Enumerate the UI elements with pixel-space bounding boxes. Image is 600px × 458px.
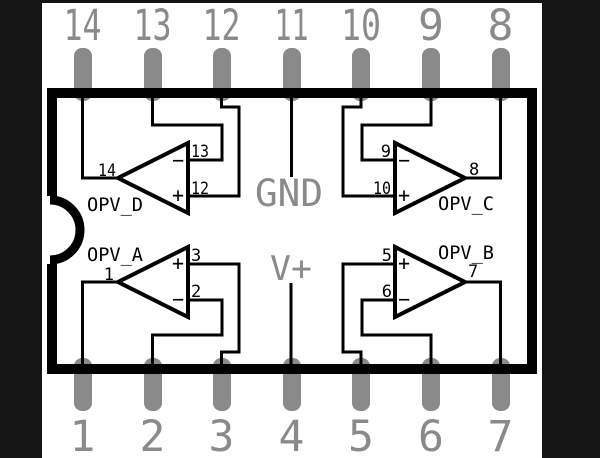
pin-number-10: 10 [341,1,381,51]
internal-wires [81,93,502,369]
opamp-c-name: OPV_C [438,193,494,215]
opamp-d-inverting-pin: 13 [191,142,209,162]
opamp-c-output-pin: 8 [469,160,479,180]
opamp-a-triangle [113,243,190,321]
pin-13-stub [144,48,162,101]
opamp-c-inverting-pin: 9 [381,142,391,162]
opamp-b-triangle [393,243,470,321]
wire-pin13-inverting-d [151,93,224,162]
opamp-c-plus-sign: + [398,183,410,207]
opamp-a-noninverting-pin: 3 [191,246,201,266]
opamp-a-inverting-pin: 2 [191,282,201,302]
wire-pin12-noninverting-d [190,93,241,198]
opamp-a-plus-sign: + [172,251,184,275]
opamp-c-minus-sign: − [398,148,410,172]
opamp-b-inverting-pin: 6 [382,282,392,302]
pin-number-7: 7 [488,412,514,458]
pin1-notch-icon [42,195,85,265]
pin-number-13: 13 [134,1,172,51]
pin-number-6: 6 [418,412,444,458]
opamp-b-noninverting-pin: 5 [382,246,392,266]
wire-pin7-output-b [465,280,502,369]
opamp-b-output-pin: 7 [468,262,478,282]
opamp-c-noninverting-pin: 10 [373,179,391,199]
bottom-pin-numbers: 1 2 3 4 5 6 7 [70,412,514,458]
opamp-c-triangle [393,139,470,217]
wire-pin1-output-a [81,280,118,369]
pin-11-stub [283,48,301,101]
opamp-d-name: OPV_D [87,194,143,216]
pin-number-9: 9 [418,1,444,51]
top-pin-stubs [74,48,510,101]
pin-number-4: 4 [279,412,305,458]
gnd-label: GND [255,172,323,215]
pin-8-stub [492,48,510,101]
wire-pin8-output-c [465,93,502,180]
pin-number-5: 5 [348,412,374,458]
opamp-d-triangle [113,139,190,217]
wire-pin10-noninverting-c [341,93,393,198]
opamp-a-minus-sign: − [172,287,184,311]
opamp-d-minus-sign: − [172,148,184,172]
wire-pin9-inverting-c [360,93,433,162]
opamp-d-plus-sign: + [172,183,184,207]
wire-pin5-noninverting-b [341,262,393,369]
pin-number-2: 2 [140,412,166,458]
wire-pin2-inverting-a [151,298,224,369]
wire-pin6-inverting-b [360,298,433,369]
opamp-b-minus-sign: − [398,287,410,311]
pin-number-12: 12 [203,1,241,51]
opamp-b-name: OPV_B [438,242,494,264]
pin-number-14: 14 [64,1,102,51]
wire-pin3-noninverting-a [190,262,241,369]
notch-arc [49,195,85,265]
opamp-d-labels: 14 13 12 − + OPV_D [87,142,209,216]
pin-10-stub [352,48,370,101]
wire-pin14-output-d [81,93,118,180]
opamp-a-labels: 1 3 2 + − OPV_A [87,244,201,311]
pin-9-stub [422,48,440,101]
opamp-a-name: OPV_A [87,244,144,266]
opamp-triangles [113,139,470,321]
pin-number-3: 3 [209,412,235,458]
top-pin-numbers: 14 13 12 11 10 9 8 [64,1,514,51]
pin-14-stub [74,48,92,101]
pin-number-11: 11 [275,1,309,51]
opamp-d-noninverting-pin: 12 [191,179,209,199]
opamp-d-output-pin: 14 [98,161,116,181]
pin-number-8: 8 [488,1,514,51]
pin-number-1: 1 [70,412,96,458]
pin-12-stub [213,48,231,101]
vplus-label: V+ [270,249,312,289]
opamp-c-labels: 8 9 10 − + OPV_C [373,142,494,215]
opamp-b-plus-sign: + [398,251,410,275]
opamp-b-labels: 7 5 6 + − OPV_B [382,242,494,311]
opamp-a-output-pin: 1 [104,265,114,285]
